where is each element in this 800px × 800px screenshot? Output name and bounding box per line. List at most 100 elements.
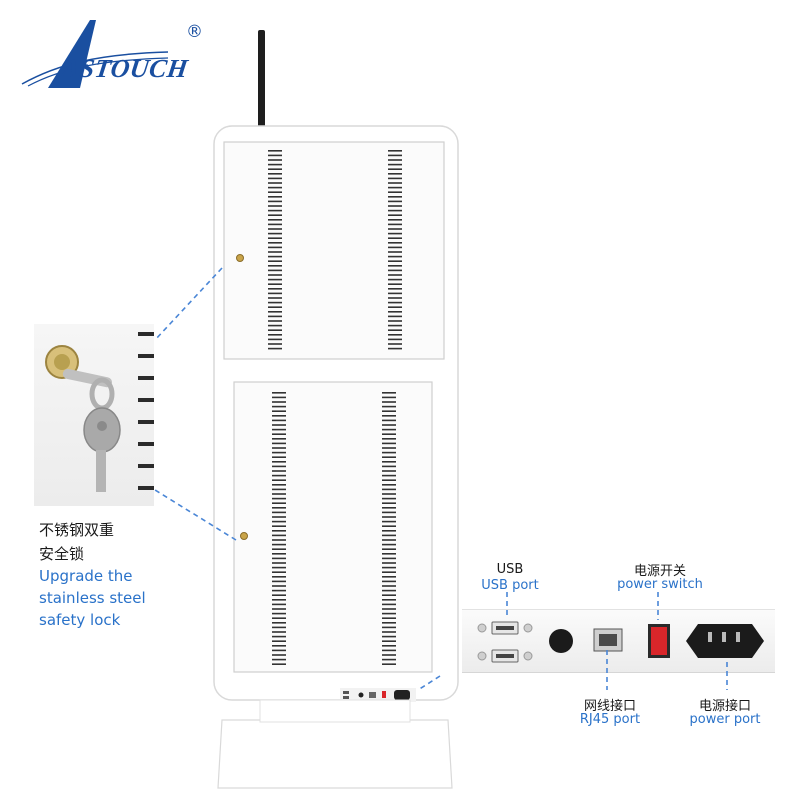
vent-slot <box>272 626 286 629</box>
vent-slot <box>388 196 402 198</box>
vent-slot <box>382 539 396 541</box>
vent-slot <box>272 635 286 638</box>
vent-slot <box>272 442 286 445</box>
lower-door <box>233 381 433 673</box>
vent-slot <box>272 663 286 665</box>
vent-slot <box>272 576 286 578</box>
vent-slot <box>388 214 402 216</box>
usb-label-en: USB port <box>481 578 539 593</box>
vent-slot <box>388 255 402 258</box>
vent-slot <box>268 265 282 267</box>
vent-slot <box>382 645 396 647</box>
vent-slot <box>268 182 282 184</box>
vent-slot <box>382 465 396 468</box>
vent-slot <box>388 232 402 235</box>
vent-slot <box>388 297 402 299</box>
vent-slot <box>382 410 396 412</box>
vent-slot <box>272 410 286 412</box>
vent-slot <box>268 196 282 198</box>
vent-slot <box>388 168 402 170</box>
ports-callout <box>417 675 441 691</box>
vent-slot <box>382 424 396 426</box>
vent-slot <box>382 612 396 615</box>
vent-slot <box>268 177 282 180</box>
vent-slot <box>388 251 402 253</box>
vent-slot <box>268 329 282 331</box>
vent-slot <box>268 260 282 262</box>
vent-slot <box>268 324 282 327</box>
vent-slot <box>272 433 286 435</box>
vent-slot <box>388 343 402 345</box>
vent-slot <box>272 465 286 468</box>
vent-slot <box>382 640 396 642</box>
vent-slot <box>382 649 396 652</box>
vent-slot <box>272 507 286 509</box>
upper-door-lock <box>236 254 244 262</box>
vent-slot <box>388 265 402 267</box>
vent-slot <box>382 396 396 399</box>
vent-slot <box>272 580 286 583</box>
vent-slot <box>268 334 282 336</box>
vent-slot <box>388 154 402 157</box>
vent-slot <box>268 274 282 276</box>
vent-slot <box>382 553 396 555</box>
kiosk-illustration <box>213 30 459 789</box>
power-port-label-cn: 电源接口 <box>698 699 751 714</box>
vent-slot <box>272 612 286 615</box>
rj45-label-en: RJ45 port <box>579 712 641 727</box>
lock-label-en-line2: stainless steel <box>39 589 146 607</box>
vent-slot <box>388 200 402 203</box>
vent-slot <box>272 520 286 523</box>
port-panel-closeup <box>462 609 775 673</box>
vent-slot <box>382 433 396 435</box>
vent-slot <box>388 288 402 290</box>
vent-slot <box>272 419 286 422</box>
vent-slot <box>268 246 282 249</box>
vent-slot <box>272 658 286 661</box>
vent-slot <box>272 585 286 587</box>
lock-label-en-line1: Upgrade the <box>39 567 133 585</box>
vent-slot <box>268 168 282 170</box>
vent-slot <box>388 301 402 304</box>
vent-slot <box>382 603 396 606</box>
vent-slot <box>388 159 402 161</box>
vent-slot <box>268 219 282 221</box>
lock-label-cn-line1: 不锈钢双重 <box>39 521 115 539</box>
rj45-label-cn: 网线接口 <box>583 699 636 714</box>
registered-mark: ® <box>186 22 203 42</box>
vent-slot <box>268 186 282 189</box>
vent-slot <box>382 626 396 629</box>
vent-slot <box>388 311 402 313</box>
vent-slot <box>268 159 282 161</box>
vent-slot <box>268 232 282 235</box>
vent-slot <box>272 645 286 647</box>
vent-slot <box>382 502 396 504</box>
vent-slot <box>382 580 396 583</box>
vent-slot <box>272 530 286 532</box>
vent-slot <box>382 608 396 610</box>
vent-slot <box>382 493 396 495</box>
vent-slot <box>272 562 286 564</box>
vent-slot <box>388 320 402 322</box>
vent-slot <box>388 150 402 152</box>
vent-slot <box>388 278 402 281</box>
vent-slot <box>388 223 402 226</box>
vent-slot <box>272 497 286 500</box>
vent-slot <box>272 594 286 596</box>
vent-slot <box>382 447 396 449</box>
lower-door-lock <box>240 532 248 540</box>
vent-slot <box>272 608 286 610</box>
vent-slot <box>388 347 402 350</box>
vent-slot <box>382 461 396 463</box>
vent-slot <box>272 488 286 491</box>
vent-slot <box>382 488 396 491</box>
lower-vents <box>272 392 396 665</box>
vent-slot <box>272 479 286 481</box>
vent-slot <box>388 186 402 189</box>
power-switch-label-cn: 电源开关 <box>633 564 686 579</box>
vent-slot <box>388 163 402 166</box>
vent-slot <box>382 631 396 633</box>
vent-slot <box>382 571 396 573</box>
vent-slot <box>382 438 396 440</box>
